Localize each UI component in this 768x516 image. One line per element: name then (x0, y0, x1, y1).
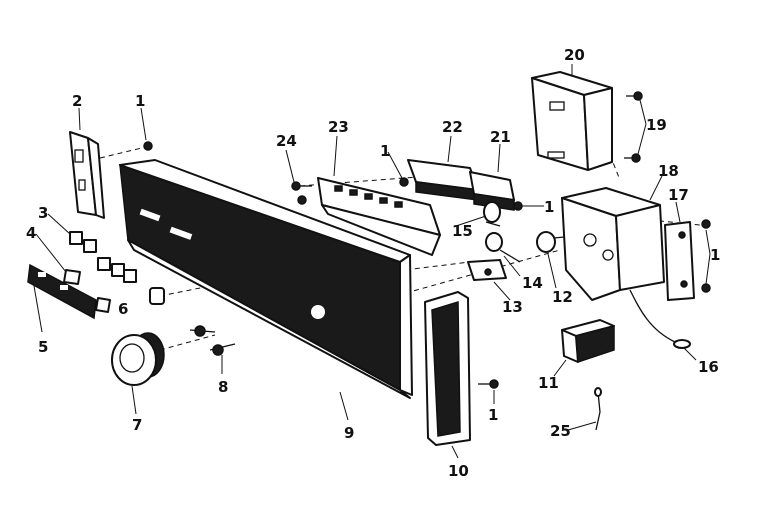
part-5-button-trim (27, 263, 97, 320)
leader-lines (33, 64, 711, 459)
part-25-wire (594, 387, 602, 431)
part-7-timer-knob (111, 332, 165, 386)
callout-17: 17 (668, 186, 689, 204)
part-24-screw (291, 181, 312, 205)
part-19-screws (624, 91, 643, 163)
part-16-wire-lead (629, 289, 691, 349)
callout-25: 25 (550, 422, 571, 440)
callout-4: 4 (26, 224, 36, 242)
callout-24: 24 (276, 132, 297, 150)
callout-1: 1 (135, 92, 145, 110)
callout-14: 14 (522, 274, 543, 292)
callout-8: 8 (218, 378, 228, 396)
part-20-cover (531, 71, 613, 171)
part-8-screws (189, 325, 236, 356)
callout-5: 5 (38, 338, 48, 356)
callout-19: 19 (646, 116, 667, 134)
callout-18: 18 (658, 162, 679, 180)
callout-22: 22 (442, 118, 463, 136)
part-1-screws (143, 141, 711, 389)
callout-1: 1 (544, 198, 554, 216)
callout-10: 10 (448, 462, 469, 480)
callout-13: 13 (502, 298, 523, 316)
part-10-side-panel (424, 291, 471, 446)
callout-20: 20 (564, 46, 585, 64)
part-15-bushing (483, 201, 501, 227)
part-2-end-bracket (69, 131, 105, 219)
part-23-switch-bracket (317, 177, 441, 256)
callout-1: 1 (488, 406, 498, 424)
callout-23: 23 (328, 118, 349, 136)
part-9-control-panel (119, 159, 413, 399)
part-14-bushing (485, 232, 521, 263)
part-17-bracket-plate (664, 221, 695, 301)
callout-15: 15 (452, 222, 473, 240)
callout-1: 1 (380, 142, 390, 160)
callout-7: 7 (132, 416, 142, 434)
callout-3: 3 (38, 204, 48, 222)
part-22-switch-block (407, 159, 479, 201)
callout-labels: 1 2 3 4 5 6 7 8 9 10 11 12 13 14 15 16 1… (26, 46, 720, 480)
callout-9: 9 (344, 424, 354, 442)
callout-12: 12 (552, 288, 573, 306)
callout-2: 2 (72, 92, 82, 110)
callout-21: 21 (490, 128, 511, 146)
part-6-knob-insert (149, 287, 165, 305)
part-4-clip (63, 269, 111, 313)
part-11-relay (561, 319, 615, 364)
callout-16: 16 (698, 358, 719, 376)
callout-1: 1 (710, 246, 720, 264)
callout-6: 6 (118, 300, 128, 318)
part-18-timer-housing (561, 187, 665, 301)
part-3-push-buttons (69, 231, 137, 283)
part-13-switch-lever (467, 259, 507, 281)
callout-11: 11 (538, 374, 559, 392)
